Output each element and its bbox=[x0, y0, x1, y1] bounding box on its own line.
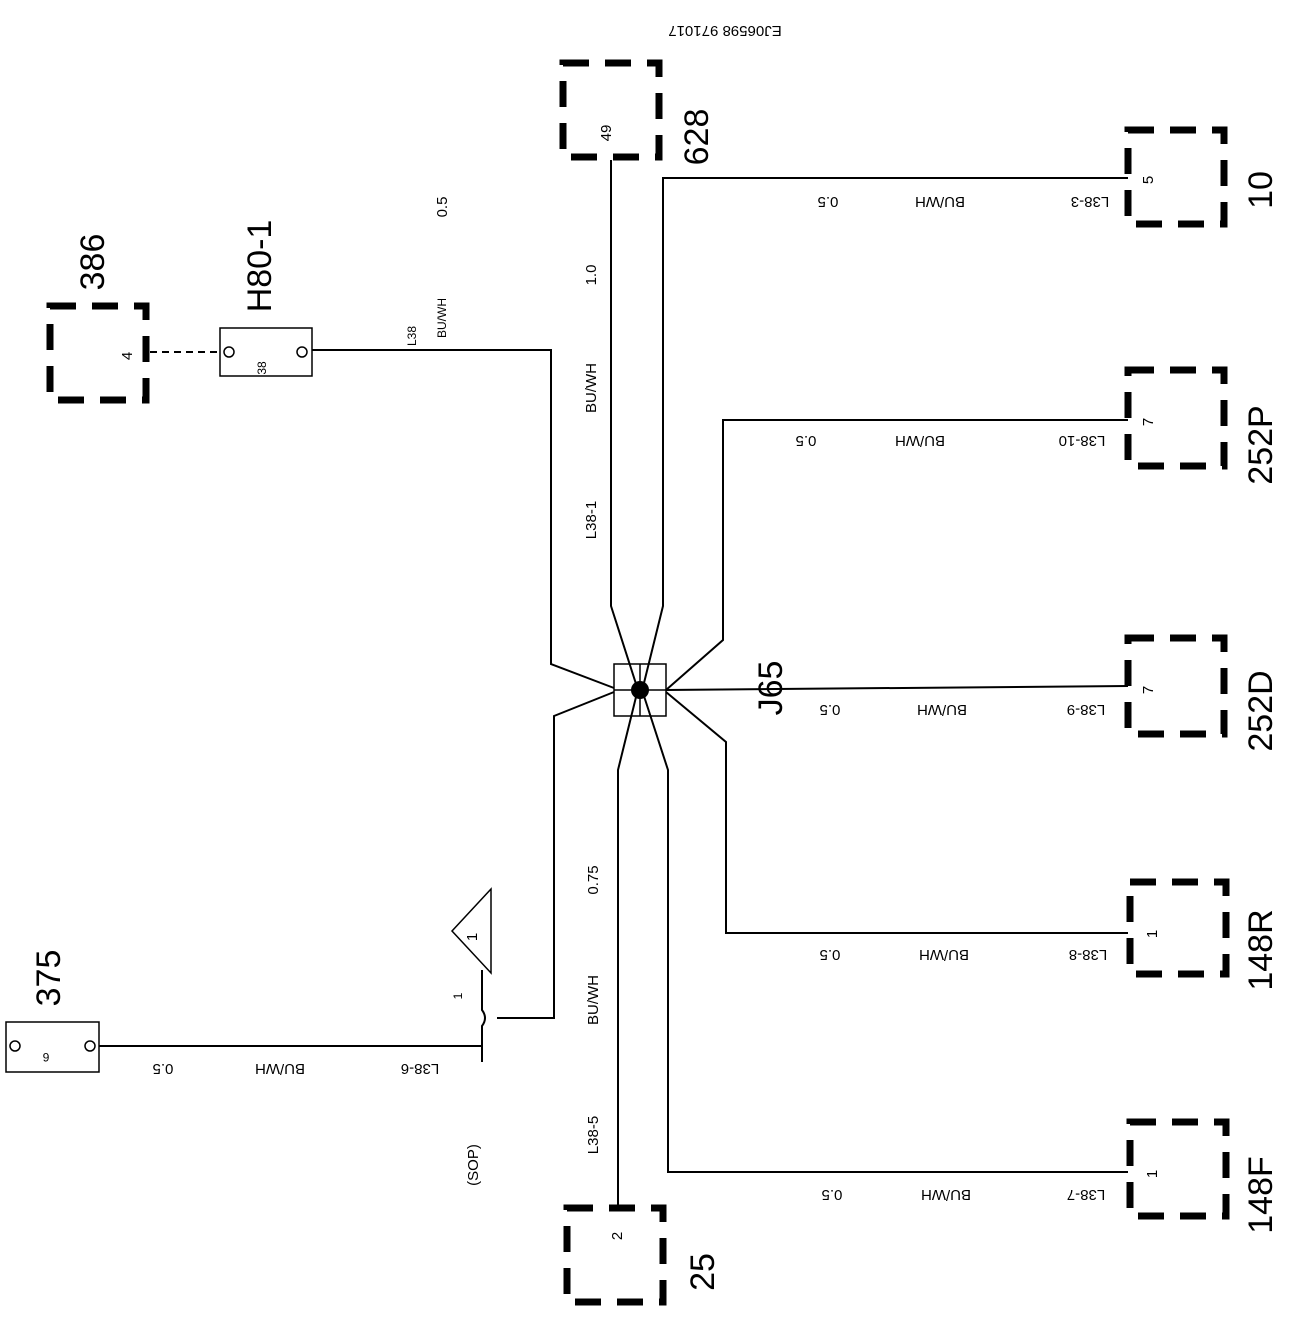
wire-to-252d[interactable] bbox=[665, 685, 1129, 691]
pin-10: 5 bbox=[1140, 176, 1157, 184]
pin-148r: 1 bbox=[1144, 930, 1161, 938]
wire-label-l38-5-circuit: L38-5 bbox=[585, 1116, 602, 1154]
wire-to-375[interactable] bbox=[497, 691, 615, 1019]
component-id-628: 628 bbox=[678, 109, 716, 166]
wire-label-l38-1-color: BU/WH bbox=[583, 363, 600, 413]
wire-label-l38-3-circuit: L38-3 bbox=[1071, 193, 1109, 210]
wire-to-148r[interactable] bbox=[665, 691, 1128, 934]
pin-628: 49 bbox=[598, 125, 615, 142]
pin-25: 2 bbox=[609, 1232, 626, 1240]
wire-label-l38-3-color: BU/WH bbox=[915, 193, 965, 210]
wire-label-l38-9-color: BU/WH bbox=[917, 701, 967, 718]
wire-label-l38-6-size: 0.5 bbox=[153, 1060, 174, 1077]
wire-label-l38-size: 0.5 bbox=[434, 197, 451, 218]
component-id-10: 10 bbox=[1242, 171, 1280, 209]
wire-label-l38-9-size: 0.5 bbox=[820, 701, 841, 718]
wire-label-l38-1-size: 1.0 bbox=[583, 265, 600, 286]
splice-j65 bbox=[613, 663, 667, 717]
wire-label-l38-10-color: BU/WH bbox=[895, 432, 945, 449]
component-box-148f[interactable] bbox=[1126, 1118, 1230, 1220]
wire-label-l38-8-color: BU/WH bbox=[919, 946, 969, 963]
wire-label-l38-10-circuit: L38-10 bbox=[1059, 432, 1106, 449]
wire-label-l38-6-circuit: L38-6 bbox=[401, 1060, 439, 1077]
component-box-10[interactable] bbox=[1124, 126, 1228, 228]
wire-to-10[interactable] bbox=[642, 177, 1128, 688]
wire-to-252p[interactable] bbox=[665, 419, 1128, 691]
wire-label-l38-5-color: BU/WH bbox=[585, 975, 602, 1025]
sop-label: (SOP) bbox=[465, 1144, 482, 1186]
pin-252d: 7 bbox=[1140, 686, 1157, 694]
wire-label-l38-10-size: 0.5 bbox=[796, 432, 817, 449]
component-box-148r[interactable] bbox=[1126, 878, 1230, 978]
component-id-148r: 148R bbox=[1242, 909, 1280, 990]
document-code: EJ06598 971017 bbox=[668, 22, 781, 39]
component-box-252d[interactable] bbox=[1124, 634, 1228, 738]
wire-label-l38-8-circuit: L38-8 bbox=[1069, 946, 1107, 963]
wire-to-628[interactable] bbox=[610, 160, 638, 688]
wire-to-25[interactable] bbox=[617, 692, 638, 1208]
wire-label-l38-7-circuit: L38-7 bbox=[1067, 1186, 1105, 1203]
component-box-628[interactable] bbox=[559, 59, 663, 161]
wire-label-l38-8-size: 0.5 bbox=[820, 946, 841, 963]
wire-label-l38-1-circuit: L38-1 bbox=[583, 501, 600, 539]
wire-to-148f[interactable] bbox=[642, 692, 1128, 1173]
note-number: 1 bbox=[464, 933, 481, 941]
component-id-386: 386 bbox=[74, 234, 112, 291]
component-id-25: 25 bbox=[684, 1253, 722, 1291]
wire-label-l38-circuit: L38 bbox=[405, 326, 419, 346]
wire-label-l38-color: BU/WH bbox=[435, 298, 449, 338]
component-id-375: 375 bbox=[30, 950, 68, 1007]
wire-label-l38-6-color: BU/WH bbox=[255, 1060, 305, 1077]
pin-148f: 1 bbox=[1144, 1170, 1161, 1178]
wire-label-l38-5-size: 0.75 bbox=[585, 865, 602, 894]
note-triangle-icon bbox=[450, 887, 492, 975]
component-box-25[interactable] bbox=[563, 1204, 667, 1306]
wire-label-l38-7-size: 0.5 bbox=[822, 1186, 843, 1203]
pin-252p: 7 bbox=[1140, 418, 1157, 426]
component-h80-1[interactable] bbox=[219, 327, 313, 377]
component-id-252d: 252D bbox=[1242, 670, 1280, 751]
component-375[interactable] bbox=[5, 1021, 100, 1073]
component-id-252p: 252P bbox=[1242, 405, 1280, 484]
pin-375: 6 bbox=[42, 1050, 49, 1064]
sop-connector[interactable] bbox=[481, 970, 486, 1062]
component-box-252p[interactable] bbox=[1124, 366, 1228, 470]
pin-h80-1: 38 bbox=[255, 361, 269, 375]
pin-sop: 1 bbox=[451, 992, 465, 999]
component-box-386[interactable] bbox=[46, 302, 150, 404]
wire-label-l38-9-circuit: L38-9 bbox=[1067, 701, 1105, 718]
component-id-148f: 148F bbox=[1242, 1156, 1280, 1234]
wire-label-l38-7-color: BU/WH bbox=[921, 1186, 971, 1203]
wire-label-l38-3-size: 0.5 bbox=[818, 193, 839, 210]
pin-386: 4 bbox=[119, 352, 136, 360]
wire-to-h80[interactable] bbox=[312, 349, 615, 689]
component-id-h80-1: H80-1 bbox=[241, 220, 279, 313]
